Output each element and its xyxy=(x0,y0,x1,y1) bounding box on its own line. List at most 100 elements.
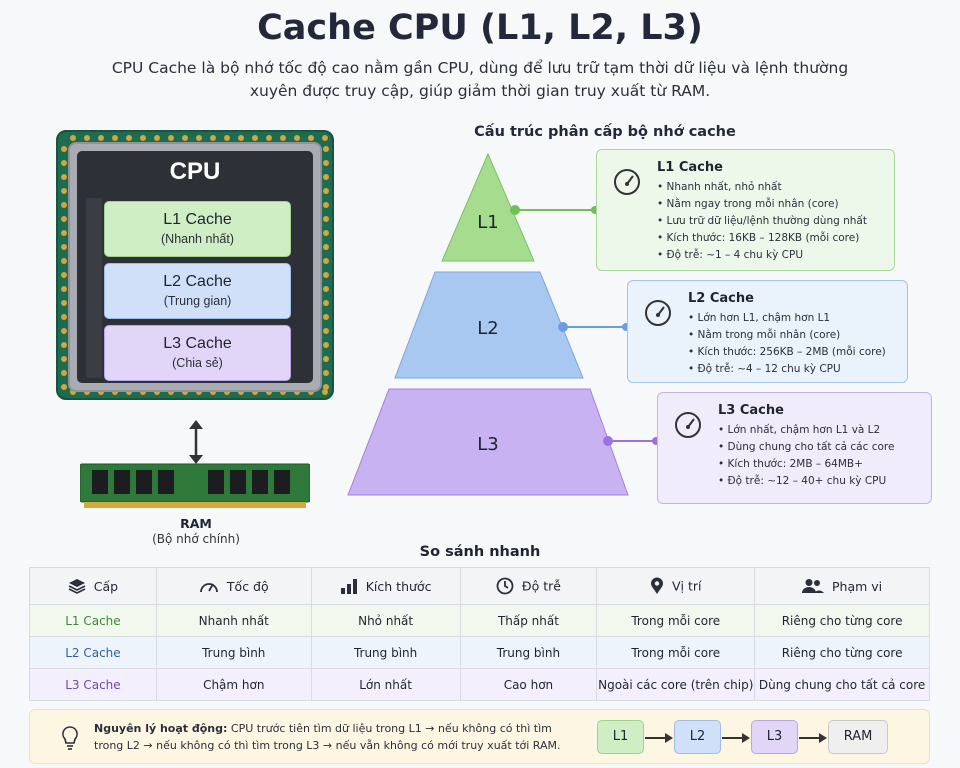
info-card-l1: L1 Cache Nhanh nhất, nhỏ nhất Nằm ngay t… xyxy=(596,149,895,271)
card-title: L2 Cache xyxy=(688,291,754,306)
ram-sub: (Bộ nhớ chính) xyxy=(152,532,240,546)
table-cell: Trong mỗi core xyxy=(596,604,756,637)
cpu-pin xyxy=(154,135,160,141)
header-size: Kích thước xyxy=(310,567,461,605)
bar-chart-icon xyxy=(340,579,357,595)
cpu-pin xyxy=(294,389,300,395)
cpu-pin xyxy=(98,135,104,141)
cpu-pin xyxy=(266,389,272,395)
cpu-pin xyxy=(168,389,174,395)
cpu-pin xyxy=(140,135,146,141)
table-cell: Trung bình xyxy=(310,636,461,669)
cpu-pin xyxy=(323,188,329,194)
speedometer-icon xyxy=(645,300,671,326)
pyramid-label: L2 xyxy=(477,318,498,339)
cpu-pin xyxy=(61,174,67,180)
header-latency: Độ trễ xyxy=(459,567,598,605)
cpu-pin xyxy=(294,135,300,141)
cpu-pin xyxy=(238,389,244,395)
pyramid-label: L1 xyxy=(477,212,498,233)
table-cell: Trung bình xyxy=(459,636,598,669)
cpu-pin xyxy=(61,342,67,348)
cpu-pin xyxy=(252,389,258,395)
cpu-pin xyxy=(61,244,67,250)
table-cell: Chậm hơn xyxy=(155,668,312,701)
flow-step-l3: L3 xyxy=(751,720,798,754)
cpu-pin xyxy=(61,314,67,320)
die-strip xyxy=(86,198,102,378)
ram-stick-icon xyxy=(80,463,310,508)
comparison-title: So sánh nhanh xyxy=(419,544,541,560)
cpu-pin xyxy=(61,202,67,208)
speedometer-icon xyxy=(200,583,218,593)
header-level: Cấp xyxy=(29,567,157,605)
pyramid-title: Cấu trúc phân cấp bộ nhớ cache xyxy=(474,124,736,140)
cpu-pin xyxy=(322,389,328,395)
chip-cache-l3: L3 Cache (Chia sẻ) xyxy=(104,325,291,381)
cpu-pin xyxy=(61,146,67,152)
cpu-pin xyxy=(322,135,328,141)
cpu-pin xyxy=(224,135,230,141)
table-cell: Ngoài các core (trên chip) xyxy=(596,668,756,701)
table-row: L3 Cache Chậm hơn Lớn nhất Cao hơn Ngoài… xyxy=(29,668,930,701)
cpu-pin xyxy=(323,244,329,250)
clock-icon xyxy=(496,577,514,595)
cpu-pin xyxy=(61,188,67,194)
card-item: Độ trễ: ~12 – 40+ chu kỳ CPU xyxy=(718,473,921,490)
cpu-pin xyxy=(112,135,118,141)
card-item: Lưu trữ dữ liệu/lệnh thường dùng nhất xyxy=(657,213,884,230)
chip-cache-name: L1 Cache xyxy=(163,211,232,228)
cpu-pin xyxy=(323,160,329,166)
card-item: Kích thước: 256KB – 2MB (mỗi core) xyxy=(688,344,897,361)
card-item: Nhanh nhất, nhỏ nhất xyxy=(657,179,884,196)
comparison-table: Cấp Tốc độ Kích thước Độ trễ Vị trí Phạm… xyxy=(29,567,930,701)
table-cell: Trung bình xyxy=(155,636,312,669)
cpu-label: CPU xyxy=(169,158,221,185)
cpu-pin xyxy=(323,314,329,320)
table-cell: L3 Cache xyxy=(29,668,157,701)
cpu-pin xyxy=(61,300,67,306)
cpu-pin xyxy=(182,389,188,395)
header-location: Vị trí xyxy=(596,567,756,605)
cpu-pin xyxy=(98,389,104,395)
layers-icon xyxy=(68,579,86,595)
pyramid-level-l1 xyxy=(441,152,535,262)
arrow-right-icon xyxy=(799,733,827,743)
cpu-pin xyxy=(61,160,67,166)
card-item: Lớn nhất, chậm hơn L1 và L2 xyxy=(718,422,921,439)
card-item: Độ trễ: ~4 – 12 chu kỳ CPU xyxy=(688,361,897,378)
principle-text: Nguyên lý hoạt động: CPU trước tiên tìm … xyxy=(94,722,561,752)
cpu-pin xyxy=(61,370,67,376)
cpu-pin xyxy=(266,135,272,141)
cpu-pin xyxy=(210,135,216,141)
cpu-pin xyxy=(252,135,258,141)
chip-cache-desc: (Nhanh nhất) xyxy=(161,232,234,246)
cpu-pin xyxy=(61,384,67,390)
cpu-pin xyxy=(323,230,329,236)
header-scope: Phạm vi xyxy=(754,567,930,605)
cpu-pin xyxy=(112,389,118,395)
cpu-ram-arrow-icon xyxy=(189,420,203,464)
users-icon xyxy=(802,579,825,594)
cpu-pin xyxy=(61,258,67,264)
arrow-right-icon xyxy=(722,733,750,743)
chip-cache-desc: (Chia sẻ) xyxy=(172,356,223,370)
cpu-pin xyxy=(323,300,329,306)
speedometer-icon xyxy=(614,169,640,195)
cpu-pin xyxy=(84,135,90,141)
header-speed: Tốc độ xyxy=(155,567,312,605)
cpu-pin xyxy=(61,356,67,362)
chip-cache-l1: L1 Cache (Nhanh nhất) xyxy=(104,201,291,257)
table-cell: Riêng cho từng core xyxy=(754,636,930,669)
cpu-pin xyxy=(323,356,329,362)
cpu-pin xyxy=(224,389,230,395)
cpu-pin xyxy=(280,135,286,141)
cpu-pin xyxy=(61,216,67,222)
cpu-pin xyxy=(323,286,329,292)
cpu-pin xyxy=(323,342,329,348)
cpu-pin xyxy=(323,258,329,264)
cpu-pin xyxy=(182,135,188,141)
location-pin-icon xyxy=(651,577,663,594)
card-title: L3 Cache xyxy=(718,403,784,418)
cpu-pin xyxy=(61,286,67,292)
